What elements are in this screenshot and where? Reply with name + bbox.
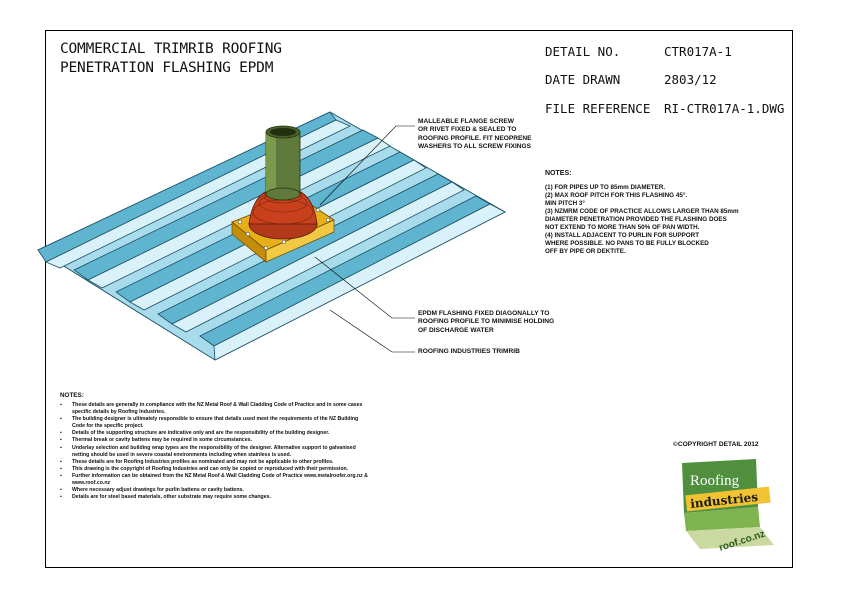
file-reference-value: RI-CTR017A-1.DWG bbox=[664, 101, 785, 116]
general-notes-title: NOTES: bbox=[60, 392, 84, 399]
callout-epdm: EPDM FLASHING FIXED DIAGONALLY TO ROOFIN… bbox=[418, 310, 554, 335]
note-item: MIN PITCH 3° bbox=[545, 200, 585, 207]
copyright-text: ©COPYRIGHT DETAIL 2012 bbox=[673, 441, 759, 448]
leader-lines bbox=[314, 125, 415, 353]
callout-epdm-line-2: ROOFING PROFILE TO MINIMISE HOLDING bbox=[418, 318, 555, 326]
callout-flange-line-1: MALLEABLE FLANGE SCREW bbox=[418, 118, 514, 125]
general-note-item: Thermal break or cavity battens may be r… bbox=[60, 437, 370, 444]
general-note-item: The building designer is ultimately resp… bbox=[60, 416, 370, 430]
callout-flange-line-4: WASHERS TO ALL SCREW FIXINGS bbox=[418, 142, 532, 150]
callout-profile: ROOFING INDUSTRIES TRIMRIB bbox=[418, 348, 520, 355]
roofing-industries-logo: Roofing industries roof.co.nz bbox=[678, 453, 778, 553]
general-note-item: Details are for steel based materials, o… bbox=[60, 494, 370, 501]
logo-word-roofing: Roofing bbox=[690, 473, 740, 489]
general-notes-list: These details are generally in complianc… bbox=[60, 402, 370, 501]
general-note-item: Where necessary adjust drawings for purl… bbox=[60, 487, 370, 494]
note-item: (2) MAX ROOF PITCH FOR THIS FLASHING 45°… bbox=[545, 192, 688, 199]
general-note-item: These details are generally in complianc… bbox=[60, 402, 370, 416]
drawing-title: COMMERCIAL TRIMRIB ROOFING PENETRATION F… bbox=[60, 40, 282, 78]
callout-flange-line-2: OR RIVET FIXED & SEALED TO bbox=[418, 126, 517, 134]
note-item: (4) INSTALL ADJACENT TO PURLIN FOR SUPPO… bbox=[545, 232, 700, 239]
note-item: (3) NZMRM CODE OF PRACTICE ALLOWS LARGER… bbox=[545, 208, 739, 215]
general-note-item: These details are for Roofing Industries… bbox=[60, 459, 370, 466]
file-reference-label: FILE REFERENCE bbox=[545, 101, 651, 116]
callout-flange: MALLEABLE FLANGE SCREW OR RIVET FIXED & … bbox=[418, 118, 532, 151]
epdm-boot bbox=[248, 188, 318, 240]
callout-epdm-line-1: EPDM FLASHING FIXED DIAGONALLY TO bbox=[418, 310, 550, 317]
drawing-border bbox=[45, 30, 793, 568]
note-item: OFF BY PIPE OR DEKTITE. bbox=[545, 248, 626, 255]
date-drawn-value: 2803/12 bbox=[664, 72, 717, 87]
general-note-item: Further information can be obtained from… bbox=[60, 473, 370, 487]
general-note-item: Underlay selection and building wrap typ… bbox=[60, 445, 370, 459]
title-line-2: PENETRATION FLASHING EPDM bbox=[60, 60, 274, 76]
notes-list: (1) FOR PIPES UP TO 85mm DIAMETER. (2) M… bbox=[545, 184, 785, 256]
general-note-item: This drawing is the copyright of Roofing… bbox=[60, 466, 370, 473]
note-item: (1) FOR PIPES UP TO 85mm DIAMETER. bbox=[545, 184, 666, 191]
note-item: DIAMETER PENETRATION PROVIDED THE FLASHI… bbox=[545, 216, 727, 223]
pipe bbox=[265, 125, 301, 201]
callout-flange-line-3: ROOFING PROFILE. FIT NEOPRENE bbox=[418, 134, 532, 142]
notes-title: NOTES: bbox=[545, 170, 572, 177]
callout-epdm-line-3: OF DISCHARGE WATER bbox=[418, 326, 494, 334]
note-item: WHERE POSSIBLE. NO PANS TO BE FULLY BLOC… bbox=[545, 240, 709, 247]
note-item: NOT EXTEND TO MORE THAN 50% OF PAN WIDTH… bbox=[545, 224, 700, 231]
date-drawn-label: DATE DRAWN bbox=[545, 72, 621, 87]
general-note-item: Details of the supporting structure are … bbox=[60, 430, 370, 437]
detail-no-label: DETAIL NO. bbox=[545, 44, 621, 59]
detail-no-value: CTR017A-1 bbox=[664, 44, 732, 59]
title-line-1: COMMERCIAL TRIMRIB ROOFING bbox=[60, 41, 282, 57]
